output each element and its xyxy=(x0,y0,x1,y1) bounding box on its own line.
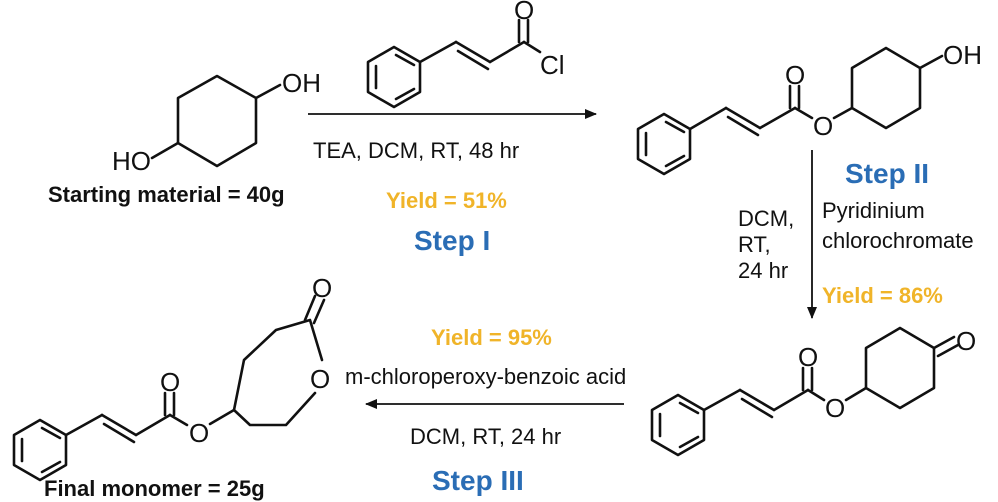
step1-conditions: TEA, DCM, RT, 48 hr xyxy=(313,138,519,163)
hydroxyl-atom-label: OH xyxy=(282,68,321,98)
oxygen-atom-label: O xyxy=(514,0,534,25)
intermediate1-structure: O O OH xyxy=(636,40,982,176)
step3-yield: Yield = 95% xyxy=(431,325,552,350)
step1-label: Step I xyxy=(414,225,490,256)
oxygen-atom-label: O xyxy=(160,367,180,397)
step2-reagent-line1: Pyridinium xyxy=(822,198,925,223)
oxygen-atom-label: O xyxy=(312,273,332,303)
step2-yield: Yield = 86% xyxy=(822,283,943,308)
intermediate2-structure: O O O xyxy=(650,326,976,457)
starting-material-note: Starting material = 40g xyxy=(48,182,285,207)
step2-solvent-line1: DCM, xyxy=(738,206,794,231)
oxygen-atom-label: O xyxy=(798,342,818,372)
step2-solvent-line2: RT, xyxy=(738,232,771,257)
oxygen-atom-label: O xyxy=(785,60,805,90)
oxygen-atom-label: O xyxy=(189,418,209,448)
final-monomer-note: Final monomer = 25g xyxy=(44,476,265,501)
step2-reagent-line2: chlorochromate xyxy=(822,228,974,253)
step3-conditions: DCM, RT, 24 hr xyxy=(410,424,561,449)
starting-material-structure: OH HO xyxy=(112,68,321,176)
step2-label: Step II xyxy=(845,158,929,189)
hydroxyl-atom-label-left: HO xyxy=(112,146,151,176)
step3-reagent: m-chloroperoxy-benzoic acid xyxy=(345,364,626,389)
step3-label: Step III xyxy=(432,465,524,496)
final-monomer-structure: O O O O xyxy=(12,273,332,482)
oxygen-atom-label: O xyxy=(956,326,976,356)
step1-yield: Yield = 51% xyxy=(386,188,507,213)
oxygen-atom-label: O xyxy=(310,364,330,394)
cinnamoyl-chloride-structure: O Cl xyxy=(366,0,565,109)
chlorine-atom-label: Cl xyxy=(540,50,565,80)
hydroxyl-atom-label: OH xyxy=(943,40,982,70)
oxygen-atom-label: O xyxy=(813,111,833,141)
step2-solvent-line3: 24 hr xyxy=(738,258,788,283)
oxygen-atom-label: O xyxy=(825,393,845,423)
